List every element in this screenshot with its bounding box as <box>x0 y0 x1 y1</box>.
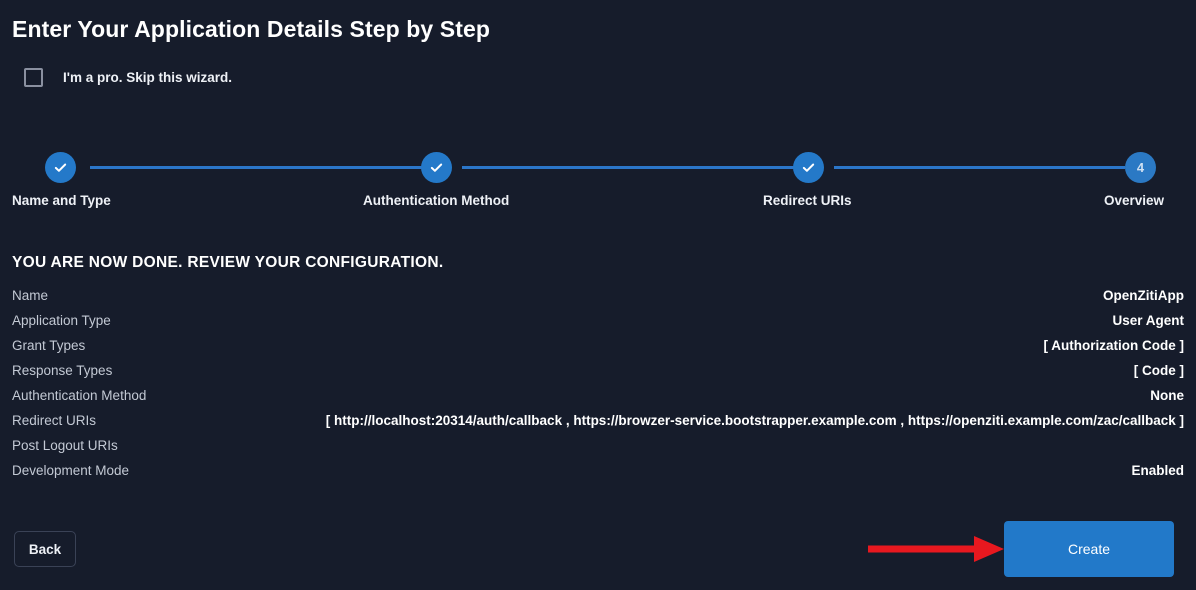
summary-key: Grant Types <box>12 338 86 353</box>
check-icon <box>54 163 67 172</box>
stepper-connector-2 <box>462 166 801 169</box>
stepper-label-authentication-method[interactable]: Authentication Method <box>363 193 510 208</box>
summary-key: Development Mode <box>12 463 130 478</box>
summary-key: Authentication Method <box>12 388 147 403</box>
stepper-node-number: 4 <box>1136 160 1145 175</box>
stepper-labels: Name and Type Authentication Method Redi… <box>12 193 1172 213</box>
summary-row-grant-types: Grant Types [ Authorization Code ] <box>12 338 1184 363</box>
skip-wizard-checkbox[interactable] <box>24 68 43 87</box>
summary-value: Enabled <box>1131 463 1184 478</box>
summary-row-development-mode: Development Mode Enabled <box>12 463 1184 488</box>
summary-value: [ http://localhost:20314/auth/callback ,… <box>325 413 1184 428</box>
summary-row-authentication-method: Authentication Method None <box>12 388 1184 413</box>
check-icon <box>802 163 815 172</box>
summary-value: User Agent <box>1112 313 1184 328</box>
check-icon <box>430 163 443 172</box>
stepper-connector-1 <box>90 166 429 169</box>
configuration-summary: Name OpenZitiApp Application Type User A… <box>12 288 1184 488</box>
summary-key: Response Types <box>12 363 113 378</box>
summary-row-application-type: Application Type User Agent <box>12 313 1184 338</box>
skip-wizard-row[interactable]: I'm a pro. Skip this wizard. <box>24 68 232 87</box>
page-title: Enter Your Application Details Step by S… <box>12 16 491 42</box>
stepper-node-redirect-uris[interactable] <box>793 152 824 183</box>
skip-wizard-label: I'm a pro. Skip this wizard. <box>63 70 232 85</box>
summary-key: Redirect URIs <box>12 413 97 428</box>
stepper-node-overview[interactable]: 4 <box>1125 152 1156 183</box>
stepper-label-redirect-uris[interactable]: Redirect URIs <box>763 193 852 208</box>
summary-row-name: Name OpenZitiApp <box>12 288 1184 313</box>
summary-row-post-logout-uris: Post Logout URIs <box>12 438 1184 463</box>
stepper-connector-3 <box>834 166 1125 169</box>
summary-value: OpenZitiApp <box>1103 288 1184 303</box>
summary-key: Application Type <box>12 313 111 328</box>
summary-key: Post Logout URIs <box>12 438 118 453</box>
review-heading: YOU ARE NOW DONE. REVIEW YOUR CONFIGURAT… <box>12 254 444 271</box>
back-button[interactable]: Back <box>14 531 76 567</box>
wizard-stepper: 4 Name and Type Authentication Method Re… <box>12 152 1172 214</box>
summary-value: [ Code ] <box>1133 363 1184 378</box>
create-button[interactable]: Create <box>1004 521 1174 577</box>
summary-row-response-types: Response Types [ Code ] <box>12 363 1184 388</box>
stepper-label-name-and-type[interactable]: Name and Type <box>12 193 111 208</box>
stepper-node-name-and-type[interactable] <box>45 152 76 183</box>
summary-value: [ Authorization Code ] <box>1043 338 1184 353</box>
summary-row-redirect-uris: Redirect URIs [ http://localhost:20314/a… <box>12 413 1184 438</box>
stepper-label-overview[interactable]: Overview <box>1104 193 1165 208</box>
stepper-node-authentication-method[interactable] <box>421 152 452 183</box>
summary-key: Name <box>12 288 49 303</box>
stepper-track: 4 <box>12 152 1172 183</box>
summary-value: None <box>1150 388 1184 403</box>
